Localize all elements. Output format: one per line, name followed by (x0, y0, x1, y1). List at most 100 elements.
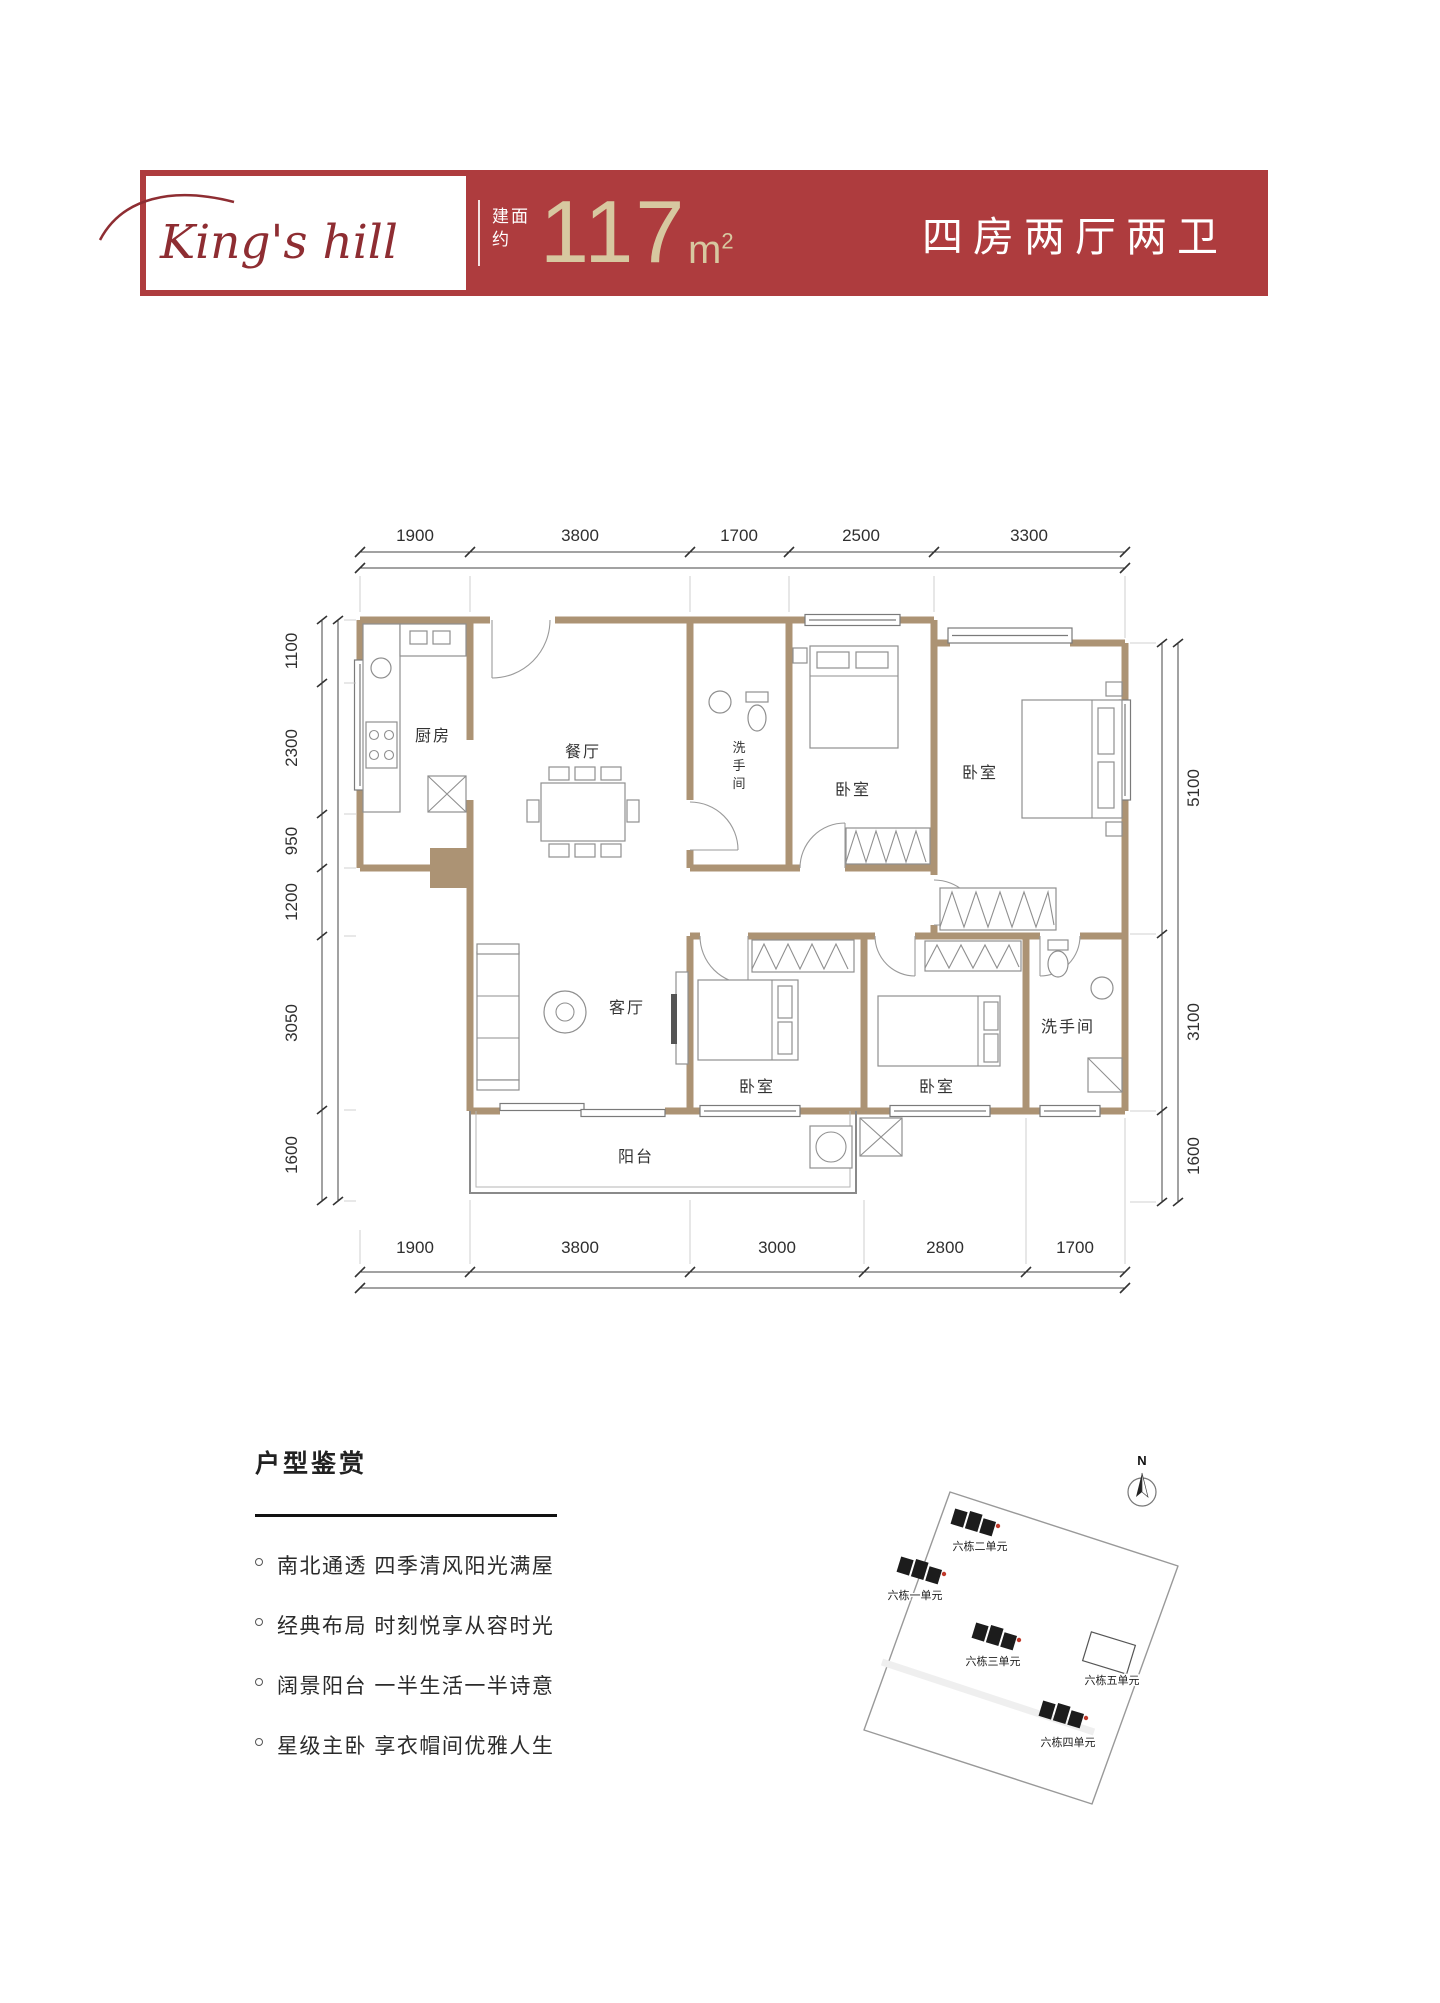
tv-icon (671, 994, 677, 1044)
site-boundary (863, 1491, 1179, 1805)
dim-bottom: 1900 3800 3000 2800 1700 (354, 1118, 1131, 1294)
building-label-3: 六栋五单元 (1085, 1673, 1140, 1687)
tv-cabinet (675, 971, 689, 1065)
building-cluster-4 (1038, 1700, 1085, 1729)
sofa (476, 951, 520, 1081)
basin-icon (708, 690, 732, 714)
feature-item: 星级主卧 享衣帽间优雅人生 (255, 1730, 554, 1760)
bullet-icon (255, 1738, 263, 1746)
washer-icon (809, 1125, 853, 1169)
feature-text: 阔景阳台 一半生活一半诗意 (277, 1675, 555, 1698)
room-label-bath1-char1: 洗 (732, 740, 745, 755)
bullet-icon (255, 1558, 263, 1566)
area-value: 117 (540, 182, 687, 281)
bathroom-fixtures (1047, 939, 1123, 1093)
dim-label: 1100 (282, 633, 301, 670)
toilet-icon (747, 704, 767, 732)
basin-icon (1090, 976, 1114, 1000)
doors (491, 619, 1081, 985)
area-unit: m2 (688, 228, 734, 273)
header-banner: King's hill 建面约 117 m2 四房两厅两卫 (98, 170, 1268, 296)
area-prefix: 建面约 (492, 207, 530, 249)
dim-right: 5100 3100 1600 (1130, 638, 1203, 1207)
master-furniture (939, 681, 1123, 931)
wardrobe (924, 940, 1022, 972)
building-cluster-5 (1081, 1631, 1137, 1675)
brand-name: King's hill (159, 215, 398, 270)
dim-label: 3050 (282, 1004, 301, 1042)
bedroom3-furniture (877, 940, 1022, 1067)
balcony-sliding-door (499, 1102, 585, 1112)
dining-table (540, 782, 626, 842)
logo-separator (478, 200, 480, 266)
logo-box: King's hill (98, 176, 466, 290)
balcony-equipment (809, 1117, 903, 1169)
dim-label: 1700 (1056, 1238, 1094, 1257)
room-label-living: 客厅 (609, 999, 645, 1017)
dim-label: 3300 (1010, 526, 1048, 545)
stove-icon (365, 721, 398, 769)
sink-icon (370, 657, 392, 679)
building-label-2: 六栋三单元 (966, 1654, 1021, 1668)
room-label-bedroom2: 卧室 (739, 1078, 775, 1096)
living-furniture (476, 943, 689, 1091)
kitchen-furniture (362, 623, 467, 813)
room-label-dining: 餐厅 (565, 743, 601, 761)
dim-label: 1200 (282, 883, 301, 921)
room-label-bedroom3: 卧室 (919, 1078, 955, 1096)
room-label-kitchen: 厨房 (415, 727, 451, 745)
bullet-icon (255, 1678, 263, 1686)
dim-label: 3100 (1184, 1003, 1203, 1041)
entry-door (491, 619, 551, 679)
floorplan: 厨房 餐厅 洗 手 间 卧室 卧室 客厅 卧室 卧室 洗手间 阳台 1900 3… (282, 526, 1203, 1294)
toilet-icon (1047, 950, 1069, 978)
wardrobe (751, 939, 855, 973)
feature-item: 南北通透 四季清风阳光满屋 (255, 1550, 554, 1580)
walls (356, 616, 1129, 1115)
layout-type-label: 四房两厅两卫 (922, 214, 1228, 260)
room-label-bath1-char2: 手 (732, 758, 745, 773)
dim-label: 950 (282, 827, 301, 855)
features-divider (255, 1514, 557, 1517)
feature-item: 阔景阳台 一半生活一半诗意 (255, 1670, 554, 1700)
dim-label: 1600 (1184, 1137, 1203, 1175)
dim-label: 2500 (842, 526, 880, 545)
dim-label: 3000 (758, 1238, 796, 1257)
feature-text: 南北通透 四季清风阳光满屋 (277, 1555, 555, 1578)
bedroom1-furniture (792, 645, 931, 865)
flue-column (430, 848, 470, 888)
room-labels: 厨房 餐厅 洗 手 间 卧室 卧室 客厅 卧室 卧室 洗手间 阳台 (413, 725, 1095, 1168)
bedroom2-furniture (697, 939, 855, 1061)
dim-left: 1100 2300 950 1200 3050 1600 (282, 615, 356, 1206)
feature-text: 星级主卧 享衣帽间优雅人生 (277, 1735, 555, 1758)
compass-icon: N (1127, 1453, 1157, 1507)
dim-label: 1600 (282, 1136, 301, 1174)
wardrobe (845, 827, 931, 865)
balcony-railing (469, 1111, 857, 1194)
building-cluster-3 (971, 1622, 1018, 1651)
area-unit-m: m (688, 228, 722, 272)
dim-top: 1900 3800 1700 2500 3300 (354, 526, 1131, 638)
bullet-icon (255, 1618, 263, 1626)
dim-label: 3800 (561, 526, 599, 545)
coffee-table (543, 990, 587, 1034)
dim-label: 5100 (1184, 769, 1203, 807)
dining-furniture (526, 766, 640, 858)
features-title: 户型鉴赏 (255, 1450, 368, 1478)
building-label-0: 六栋二单元 (953, 1539, 1008, 1553)
room-label-bath2: 洗手间 (1041, 1018, 1095, 1036)
room-label-bath1-char3: 间 (732, 776, 745, 791)
logo-swoosh-icon (98, 193, 235, 241)
building-label-1: 六栋一单元 (888, 1588, 943, 1602)
powder-room-fixtures (708, 690, 769, 732)
building-cluster-1 (896, 1556, 943, 1585)
walkin-wardrobe (939, 887, 1057, 931)
compass-label: N (1137, 1453, 1146, 1468)
area-unit-sup: 2 (721, 228, 734, 254)
siteplan: N 六栋二单元 六栋一单元 六栋三单元 六栋五单元 (863, 1453, 1179, 1805)
dim-label: 1900 (396, 1238, 434, 1257)
building-cluster-2 (950, 1508, 997, 1537)
dim-label: 3800 (561, 1238, 599, 1257)
room-label-bedroom1: 卧室 (835, 781, 871, 799)
dim-label: 2300 (282, 729, 301, 767)
